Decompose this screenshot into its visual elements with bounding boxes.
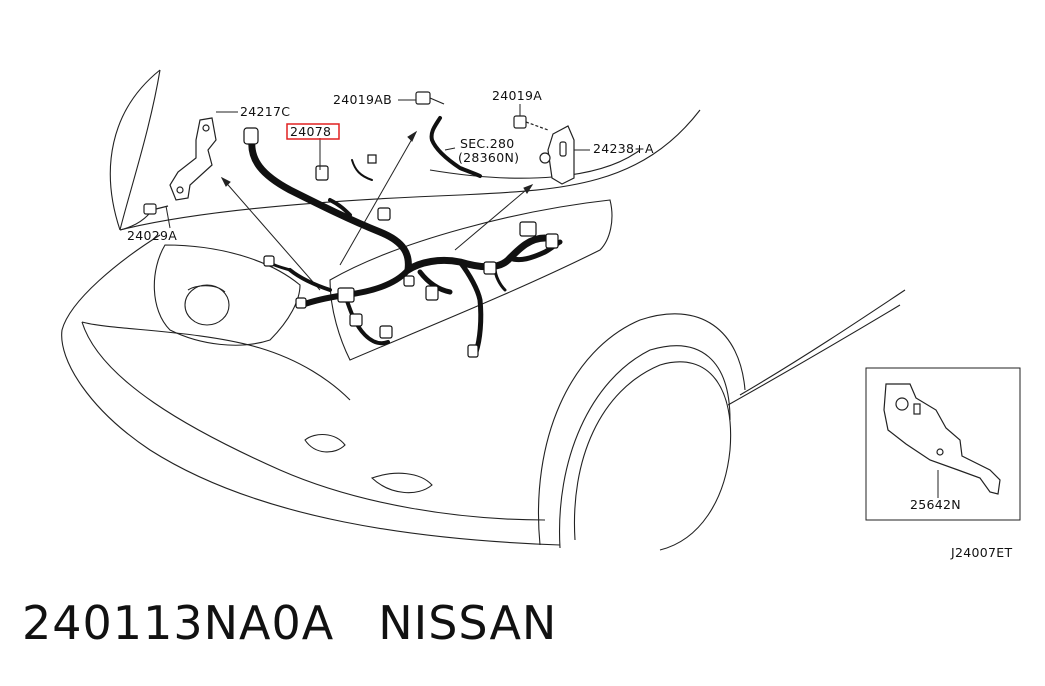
bracket-24238a [539,125,575,185]
bolt-24029a [143,203,169,215]
bolt-24019ab [415,91,445,105]
label-28360n: (28360N) [458,150,519,165]
harness-connectors [243,127,559,358]
inset-box [865,367,1021,521]
label-sec-280: SEC.280 [460,136,515,151]
highlight-box-24078 [286,123,340,140]
label-24217c: 24217C [240,104,290,119]
car-body-outline [61,69,906,551]
battery-cable [351,116,482,181]
label-25642n: 25642N [910,497,961,512]
label-24019ab: 24019AB [333,92,392,107]
bracket-24217c [169,117,217,201]
bolt-24019a [513,115,549,131]
leader-arrows [220,130,534,291]
drawing-code: J24007ET [950,545,1012,560]
brand-name: NISSAN [378,596,558,650]
part-caption: 240113NA0A NISSAN [22,596,557,650]
part-number: 240113NA0A [22,596,335,650]
label-24019a: 24019A [492,88,542,103]
label-24238a: 24238+A [593,141,654,156]
label-24078: 24078 [290,124,331,139]
label-24029a: 24029A [127,228,177,243]
wiring-harness [248,136,563,355]
label-leaders [165,99,590,229]
